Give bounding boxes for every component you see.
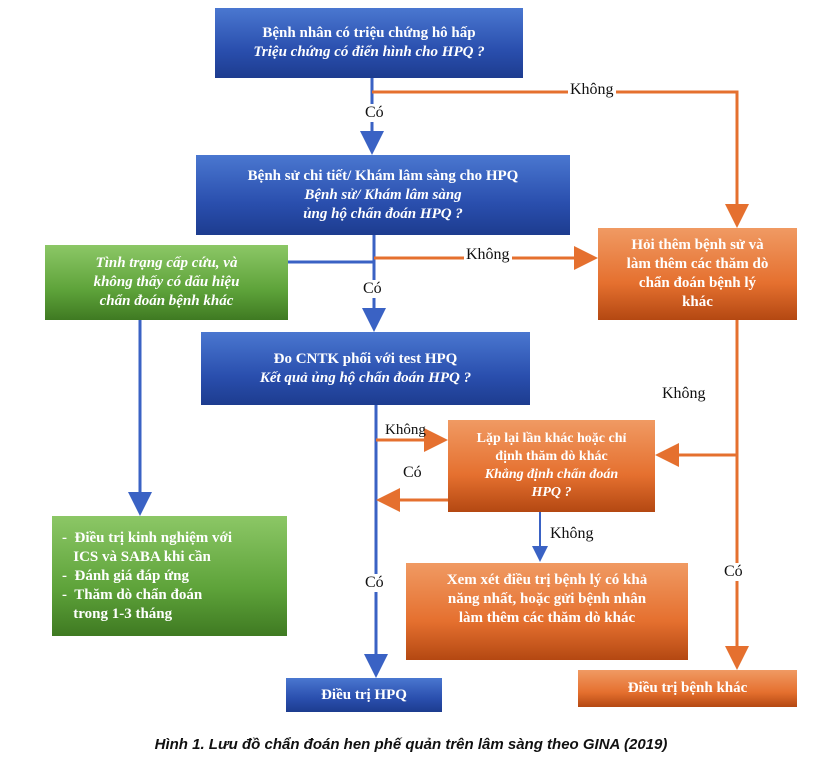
label-yes: Có bbox=[722, 563, 745, 581]
box-spirometry: Đo CNTK phối với test HPQ Kết quả ủng hộ… bbox=[201, 332, 530, 405]
label-no: Không bbox=[568, 81, 616, 99]
box-more-tests: Hỏi thêm bệnh sử và làm thêm các thăm dò… bbox=[598, 228, 797, 320]
figure-caption: Hình 1. Lưu đồ chẩn đoán hen phế quản tr… bbox=[154, 736, 668, 753]
question: HPQ ? bbox=[531, 485, 572, 500]
question: Khẳng định chẩn đoán bbox=[484, 467, 619, 482]
text: Điều trị HPQ bbox=[321, 686, 407, 703]
text: làm thêm các thăm dò khác bbox=[458, 610, 636, 626]
text: Lặp lại lần khác hoặc chỉ bbox=[476, 431, 627, 446]
text: Đo CNTK phối với test HPQ bbox=[273, 350, 458, 367]
label-yes: Có bbox=[361, 280, 384, 298]
box-symptoms: Bệnh nhân có triệu chứng hô hấp Triệu ch… bbox=[215, 8, 523, 78]
label-no: Không bbox=[385, 422, 426, 438]
label-no: Không bbox=[660, 385, 708, 403]
text: Bệnh nhân có triệu chứng hô hấp bbox=[262, 25, 476, 41]
text: năng nhất, hoặc gửi bệnh nhân bbox=[447, 591, 647, 607]
text: chẩn đoán bệnh lý bbox=[638, 275, 757, 291]
box-repeat: Lặp lại lần khác hoặc chỉ định thăm dò k… bbox=[448, 420, 655, 512]
question: ủng hộ chẩn đoán HPQ ? bbox=[303, 205, 463, 222]
text: chẩn đoán bệnh khác bbox=[99, 293, 234, 309]
box-treat-other: Điều trị bệnh khác bbox=[578, 670, 797, 707]
text: Điều trị bệnh khác bbox=[627, 680, 748, 696]
label-no: Không bbox=[548, 525, 596, 543]
list-item: - Đánh giá đáp ứng bbox=[62, 567, 189, 584]
box-consider-other: Xem xét điều trị bệnh lý có khả năng nhấ… bbox=[406, 563, 688, 660]
text: Hỏi thêm bệnh sử và bbox=[631, 237, 764, 253]
question: Kết quả ủng hộ chẩn đoán HPQ ? bbox=[259, 369, 472, 386]
label-yes: Có bbox=[401, 464, 424, 482]
label-yes: Có bbox=[363, 574, 386, 592]
box-history: Bệnh sử chi tiết/ Khám lâm sàng cho HPQ … bbox=[196, 155, 570, 235]
text: Tình trạng cấp cứu, và bbox=[95, 255, 238, 271]
text: Bệnh sử chi tiết/ Khám lâm sàng cho HPQ bbox=[247, 167, 519, 184]
label-no: Không bbox=[464, 246, 512, 264]
label-yes: Có bbox=[363, 104, 386, 122]
box-treat-asthma: Điều trị HPQ bbox=[286, 678, 442, 712]
text: khác bbox=[682, 294, 713, 310]
box-empiric-treatment: - Điều trị kinh nghiệm với ICS và SABA k… bbox=[52, 516, 287, 636]
question: Bệnh sử/ Khám lâm sàng bbox=[304, 186, 462, 203]
text: Xem xét điều trị bệnh lý có khả bbox=[446, 572, 648, 588]
arrow-b1-b4 bbox=[372, 90, 749, 228]
list-item: trong 1-3 tháng bbox=[62, 605, 173, 622]
list-item: - Điều trị kinh nghiệm với bbox=[62, 529, 232, 546]
text: làm thêm các thăm dò bbox=[626, 256, 769, 272]
list-item: ICS và SABA khi cần bbox=[62, 548, 211, 565]
list-item: - Thăm dò chẩn đoán bbox=[62, 586, 203, 603]
text: định thăm dò khác bbox=[495, 449, 608, 464]
text: không thấy có dấu hiệu bbox=[93, 274, 240, 290]
question: Triệu chứng có điển hình cho HPQ ? bbox=[253, 44, 485, 60]
box-emergency: Tình trạng cấp cứu, và không thấy có dấu… bbox=[45, 245, 288, 320]
